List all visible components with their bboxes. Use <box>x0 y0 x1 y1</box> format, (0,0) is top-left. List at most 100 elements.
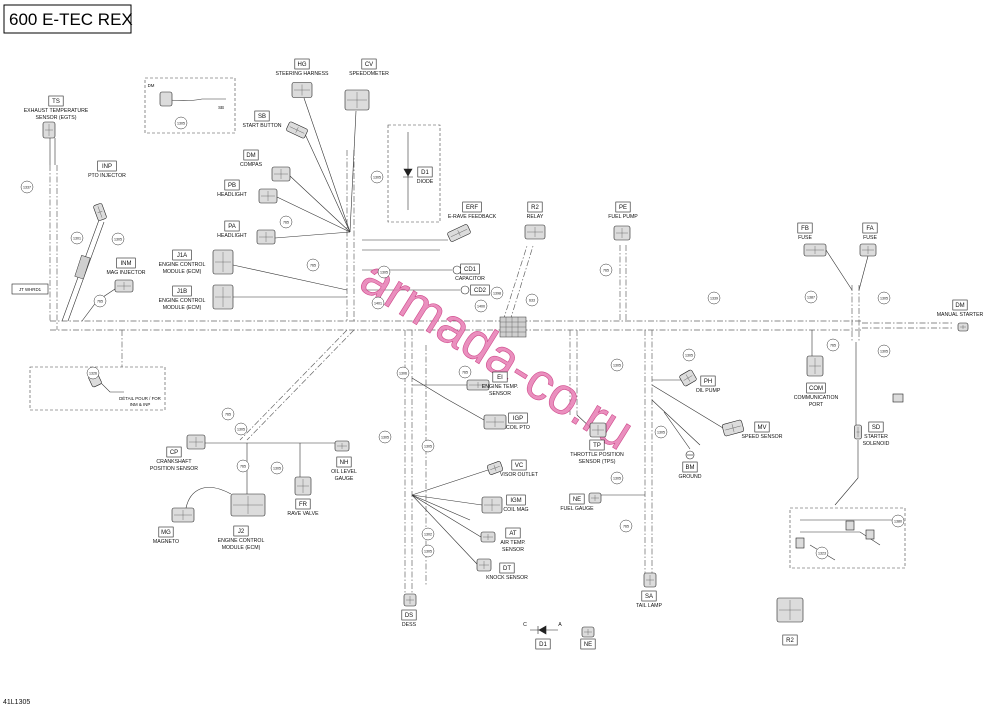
callout: 1398 <box>490 286 504 300</box>
connector-fa <box>859 243 877 257</box>
code-box <box>166 446 182 458</box>
connector-pins <box>483 534 493 540</box>
figure-code: 41L1305 <box>3 699 30 706</box>
code-box <box>233 525 249 537</box>
callout-number: 1305 <box>380 270 388 274</box>
inset-frames <box>29 77 906 569</box>
component-code: FR <box>299 502 308 508</box>
connector-j2 <box>230 493 266 517</box>
relay-branch <box>502 245 534 322</box>
callout-circle <box>70 231 84 245</box>
component-code: COM <box>809 386 823 392</box>
component-label: RAVE VALVE <box>287 511 319 517</box>
component-label: MANUAL STARTER <box>937 312 984 318</box>
callout-number: 1305 <box>237 427 245 431</box>
callout-circle <box>370 170 384 184</box>
trunk-right-end <box>862 322 952 329</box>
component-code: FB <box>801 226 809 232</box>
component-label: VISOR OUTLET <box>500 472 539 478</box>
code-box <box>417 166 433 178</box>
wire-magneto <box>185 487 232 509</box>
connector-pins <box>297 479 309 493</box>
callout-circle <box>826 338 840 352</box>
component-label: COIL PTO <box>506 425 530 431</box>
wire-steering-harness <box>303 97 351 233</box>
callout-circle <box>619 519 633 533</box>
component-code: R2 <box>531 205 539 211</box>
code-box <box>224 220 240 232</box>
connector-pins <box>591 495 599 501</box>
connector-pins <box>779 600 801 620</box>
junction-tag-text: JT WHRD1 <box>19 287 42 292</box>
callout-circle <box>270 461 284 475</box>
callout-circle <box>490 286 504 300</box>
callout: 765 <box>306 258 320 272</box>
component-label: EXHAUST TEMPERATURE <box>24 108 89 114</box>
component-code: BM <box>686 465 695 471</box>
callout-number: 1305 <box>424 549 432 553</box>
code-box <box>862 222 878 234</box>
component-code: PA <box>228 224 236 230</box>
component-label: STARTER <box>864 434 888 440</box>
callout: 1305 <box>421 439 435 453</box>
callout: 1339 <box>707 291 721 305</box>
component-label: MODULE (ECM) <box>163 269 202 275</box>
callout-number: 1301 <box>73 236 81 240</box>
component-code: TS <box>52 99 60 105</box>
code-box <box>589 439 605 451</box>
component-code: INM <box>121 261 132 267</box>
callout-circle <box>599 263 613 277</box>
connector-com <box>806 355 824 377</box>
wire-ecm-j1a <box>232 264 348 291</box>
connector-pins <box>294 84 310 96</box>
component-code: ERF <box>466 205 478 211</box>
inset-compass-detail <box>144 77 236 134</box>
callout: 765 <box>458 365 472 379</box>
code-box <box>506 494 526 506</box>
callout: 1305 <box>270 461 284 475</box>
callout: 1305 <box>174 116 188 130</box>
component-label: THROTTLE POSITION <box>570 452 624 458</box>
connector-ne <box>581 626 595 638</box>
component-label: FUSE <box>863 235 877 241</box>
wire-egts <box>49 138 56 165</box>
callout-number: 765 <box>283 220 289 224</box>
component-label: MAG INJECTOR <box>106 270 145 276</box>
component-label: OIL PUMP <box>696 388 721 394</box>
connector-pins <box>289 126 305 134</box>
component-d1: D1 <box>535 638 551 650</box>
connector-pins <box>261 191 275 201</box>
wire-e-rave-feedback <box>362 239 448 251</box>
callout-circle <box>174 116 188 130</box>
callout-circle <box>458 365 472 379</box>
callout-circle <box>221 407 235 421</box>
callout-number: 1326 <box>89 371 97 375</box>
connector-inp <box>93 203 107 221</box>
wire-air-temp <box>411 494 482 538</box>
code-box <box>700 375 716 387</box>
component-label: AIR TEMP. <box>500 540 525 546</box>
code-box <box>97 160 117 172</box>
connector-dm <box>271 166 291 182</box>
callout-number: 1305 <box>880 349 888 353</box>
component-code: PE <box>619 205 627 211</box>
callout-number: 1305 <box>177 121 185 125</box>
callout-number: 765 <box>240 464 246 468</box>
component-code: SD <box>872 425 881 431</box>
connector-pins <box>45 124 53 136</box>
connector-pins <box>174 510 192 520</box>
callout: 765 <box>599 263 613 277</box>
code-box <box>492 371 508 383</box>
main-trunk <box>50 320 862 331</box>
component-code: FA <box>866 226 873 232</box>
code-box <box>615 201 631 213</box>
connector-j1b <box>212 284 234 310</box>
component-label: DESS <box>402 622 417 628</box>
callout: 1323 <box>815 546 829 560</box>
callout: 1305 <box>610 358 624 372</box>
